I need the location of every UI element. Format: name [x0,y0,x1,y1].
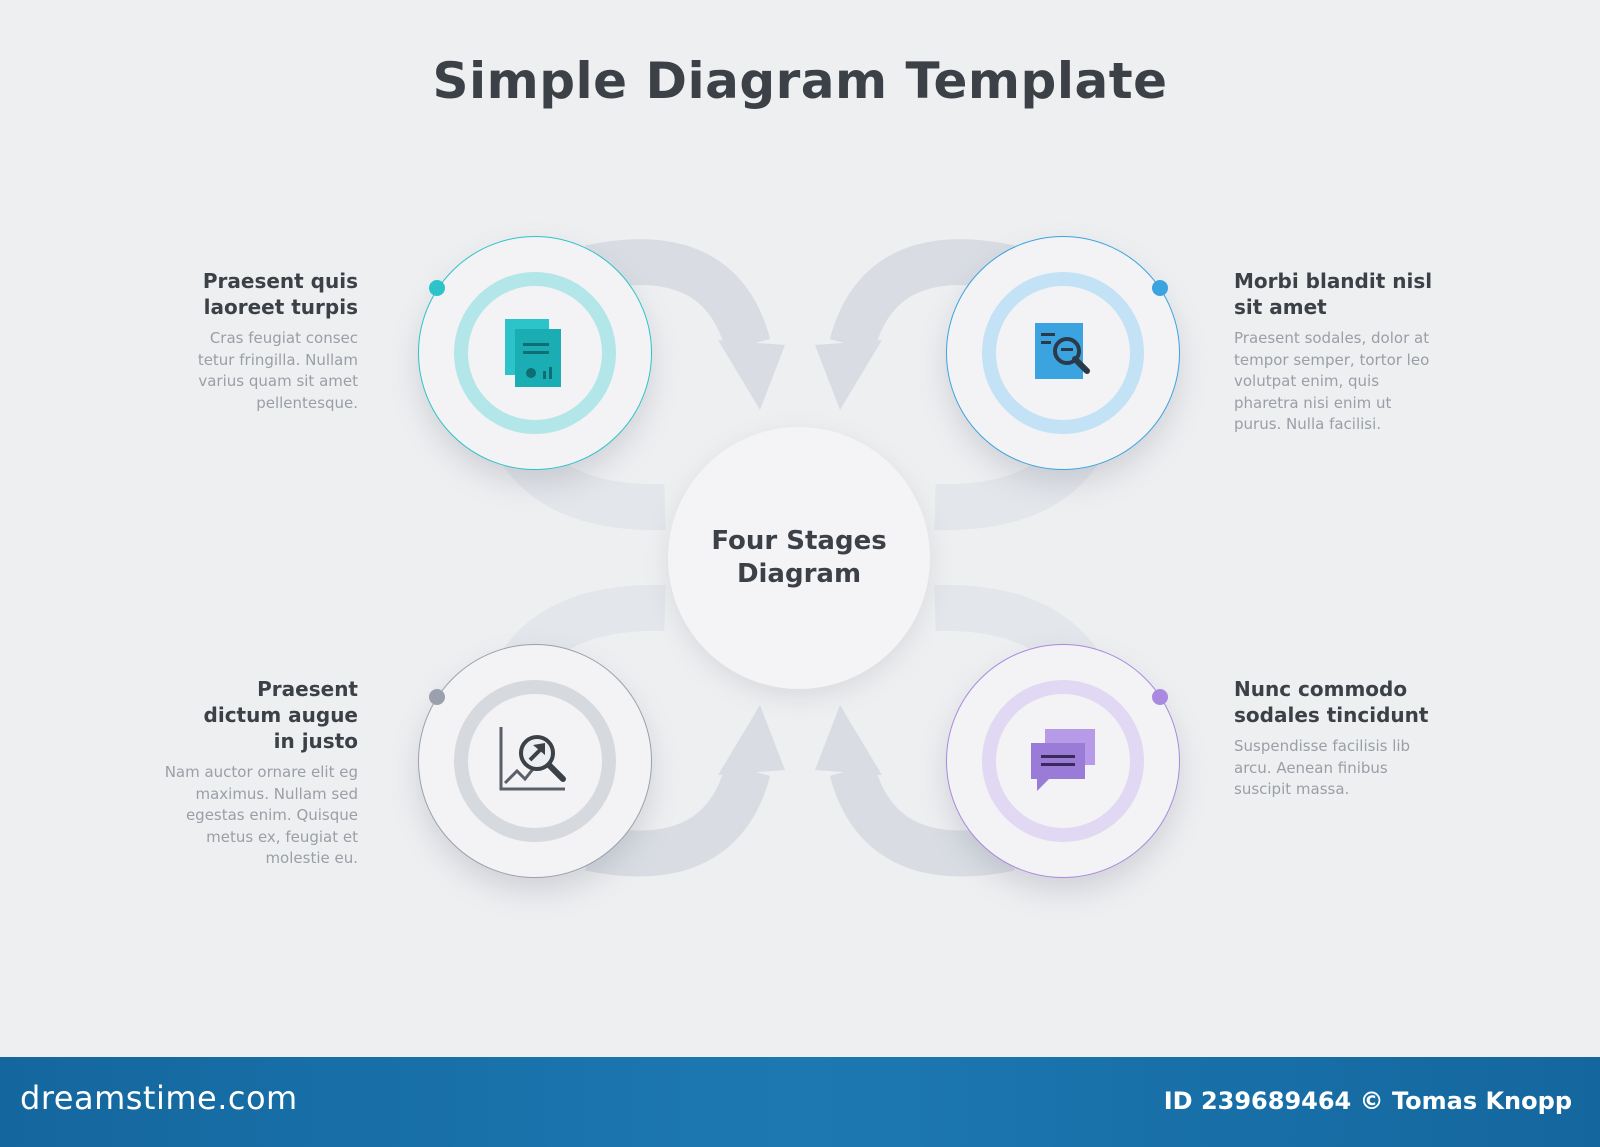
center-circle: Four Stages Diagram [668,427,930,689]
arrow-bottom-right [829,763,1015,877]
stage-3-dot [429,689,445,705]
arrowhead-bottom-right [815,705,882,775]
stage-1-dot [429,280,445,296]
stage-1-text: Praesent quis laoreet turpis Cras feugia… [98,268,358,414]
stage-3-heading: Praesent dictum augue in justo [203,677,358,753]
stage-4-dot [1152,689,1168,705]
chart-magnifier-icon [499,727,566,791]
stage-1-body: Cras feugiat consec tetur fringilla. Nul… [197,329,358,412]
arrow-top-right [829,239,1015,352]
arrow-bottom-left [585,763,771,877]
chat-bubbles-icon [1031,729,1095,791]
stage-1-circle [418,236,652,470]
stage-4-body: Suspendisse facilisis lib arcu. Aenean f… [1234,737,1411,798]
stage-2-dot [1152,280,1168,296]
arrowhead-top-left [718,340,785,410]
stage-3-text: Praesent dictum augue in justo Nam aucto… [98,676,358,870]
stage-3-body: Nam auctor ornare elit eg maximus. Nulla… [164,763,358,867]
watermark-footer: dreamstime.com ID 239689464 © Tomas Knop… [0,1057,1600,1147]
arrow-top-left [585,239,771,352]
arrowhead-bottom-left [718,705,785,775]
stage-4-text: Nunc commodo sodales tincidunt Suspendis… [1234,676,1494,801]
stage-1-heading: Praesent quis laoreet turpis [202,269,358,319]
center-label: Four Stages Diagram [711,526,887,589]
document-search-icon [1035,323,1090,379]
footer-brand: dreamstime.com [20,1079,298,1117]
stage-4-heading: Nunc commodo sodales tincidunt [1234,677,1429,727]
footer-credit: ID 239689464 © Tomas Knopp [1163,1087,1572,1115]
documents-icon [505,319,561,387]
stage-4-circle [946,644,1180,878]
stage-3-circle [418,644,652,878]
stage-2-text: Morbi blandit nisl sit amet Praesent sod… [1234,268,1494,436]
stage-2-circle [946,236,1180,470]
stage-2-body: Praesent sodales, dolor at tempor semper… [1234,329,1430,433]
page-title: Simple Diagram Template [432,52,1168,110]
stage-2-heading: Morbi blandit nisl sit amet [1234,269,1433,319]
arrowhead-top-right [815,340,882,410]
